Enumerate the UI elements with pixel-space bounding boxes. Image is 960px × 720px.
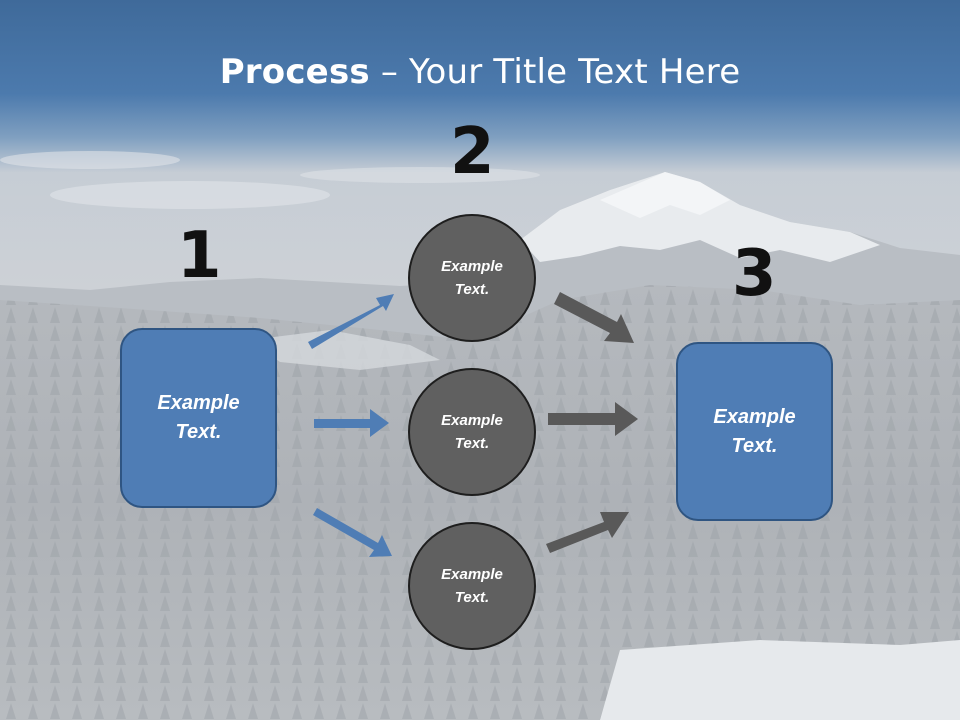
step-3-box-text: Example Text. <box>713 405 796 457</box>
blue-arrows <box>308 294 394 557</box>
gray-arrows <box>546 292 638 553</box>
arrow-left-to-top <box>308 294 394 349</box>
page-title-rest: – Your Title Text Here <box>369 52 741 92</box>
page-title: Process – Your Title Text Here <box>0 52 960 92</box>
step-2-circle-middle: Example Text. <box>408 368 536 496</box>
step-1-box: Example Text. <box>120 328 277 508</box>
step-2-circle-top: Example Text. <box>408 214 536 342</box>
arrow-middle-to-right <box>548 402 638 436</box>
circle-top-text: Example Text. <box>441 258 503 298</box>
arrow-left-to-bottom <box>313 508 392 557</box>
page-title-bold: Process <box>219 52 370 92</box>
step-1-box-text: Example Text. <box>157 392 240 443</box>
arrow-top-to-right <box>554 292 634 343</box>
step-number-3: 3 <box>732 237 777 311</box>
step-2-circle-bottom: Example Text. <box>408 522 536 650</box>
circle-bottom-text: Example Text. <box>441 566 503 606</box>
step-number-2: 2 <box>450 115 495 189</box>
arrow-bottom-to-right <box>546 512 629 553</box>
step-3-box: Example Text. <box>676 342 833 521</box>
arrow-left-to-middle <box>314 409 389 437</box>
circle-middle-text: Example Text. <box>441 412 503 452</box>
step-number-1: 1 <box>177 219 222 293</box>
